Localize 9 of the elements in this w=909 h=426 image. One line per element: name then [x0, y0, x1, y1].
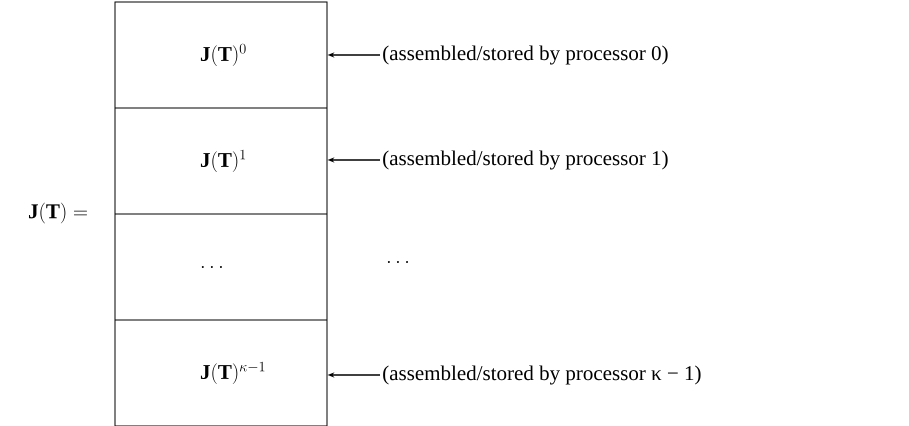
matrix-block: $\mathbf{J}(\mathbf{T})^{1}$: [114, 108, 328, 214]
matrix-block: $\mathbf{J}(\mathbf{T})^{0}$: [114, 2, 328, 108]
annotation-text: (assembled/stored by processor 0): [383, 45, 668, 65]
annotation-text: (assembled/stored by processor 1): [383, 150, 668, 170]
matrix-block: $\mathbf{J}(\mathbf{T})^{\kappa-1}$: [114, 320, 328, 426]
ellipsis: $\ldots$: [388, 261, 408, 264]
equation-label: $\mathbf{J}(\mathbf{T}) =$: [28, 202, 87, 224]
matrix-block: $\ldots$: [114, 214, 328, 320]
annotation-text: (assembled/stored by processor κ − 1): [383, 365, 701, 385]
